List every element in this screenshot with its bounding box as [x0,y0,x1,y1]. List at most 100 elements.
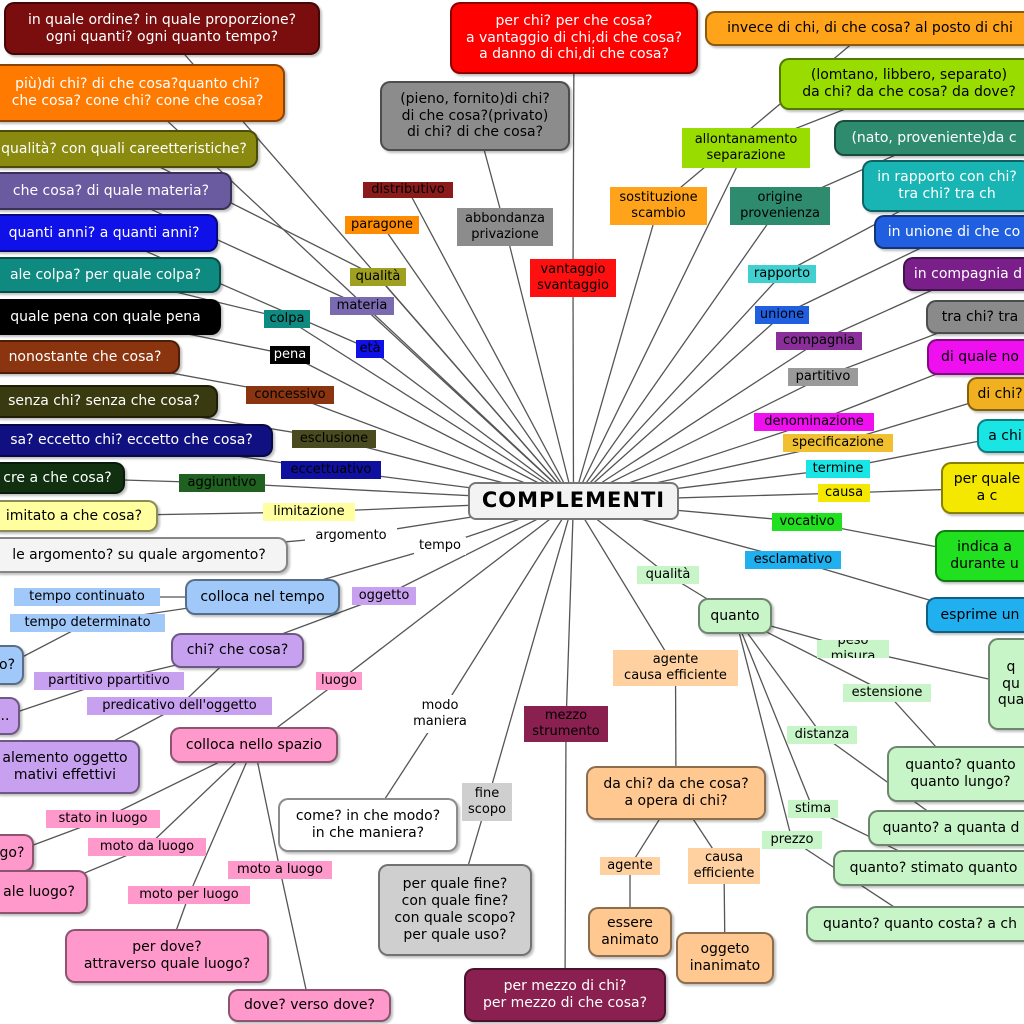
label-moto-a-luogo: moto a luogo [228,861,332,879]
node-q-moto-da[interactable]: ale luogo? [0,870,88,914]
label-esclusione: esclusione [292,430,376,448]
label-stima: stima [788,800,838,818]
node-q-prezzo[interactable]: quanto? quanto costa? a ch [806,906,1024,942]
node-q-termine[interactable]: a chi [977,419,1024,453]
connector-center-partitivo-lbl [573,376,824,502]
connector-center-rapporto [573,273,783,502]
node-essere-animato[interactable]: essere animato [588,907,672,957]
node-colloca-tempo[interactable]: colloca nel tempo [185,579,340,615]
node-q-causa[interactable]: per quale a c [941,462,1024,514]
connector-center-qualita-lbl [377,276,574,502]
label-rapporto: rapporto [748,265,816,283]
node-q-quanto-misura[interactable]: q qu qua [988,638,1024,730]
connector-center-sostituzione-scambio [572,205,660,502]
label-eccettuativo: eccettuativo [281,461,381,479]
label-stato-luogo: stato in luogo [46,810,160,828]
label-agente: agente [600,857,660,875]
node-q-origine[interactable]: (nato, proveniente)da c [834,120,1024,156]
label-causa-efficiente: causa efficiente [688,848,760,884]
label-abbondanza-privazione: abbondanza privazione [457,208,553,246]
node-q-colpa[interactable]: ale colpa? per quale colpa? [0,257,221,293]
label-distributivo: distributivo [363,182,453,198]
node-q-predicativo[interactable]: alemento oggetto mativi effettivi [0,740,140,794]
connector-quanto-prezzo [734,615,793,841]
central-node-complementi[interactable]: COMPLEMENTI [468,482,679,520]
connector-center-fine-scopo [486,500,575,803]
node-q-partitivo[interactable]: tra chi? tra [926,300,1024,334]
label-vocativo: vocativo [772,513,842,531]
node-q-limitazione[interactable]: imitato a che cosa? [0,500,158,532]
label-argomento: argomento [305,527,397,545]
label-vantaggio-svantaggio: vantaggio svantaggio [530,259,616,297]
node-q-moto-per[interactable]: per dove? attraverso quale luogo? [65,929,269,983]
node-q-quando[interactable]: o? [0,645,24,685]
node-q-vantaggio[interactable]: per chi? per che cosa? a vantaggio di ch… [450,2,698,74]
connector-center-colpa [286,318,574,502]
connector-center-materia [361,305,574,502]
node-q-agente[interactable]: da chi? da che cosa? a opera di chi? [586,766,766,820]
node-q-stato[interactable]: go? [0,834,34,872]
node-q-eccettuativo[interactable]: sa? eccetto chi? eccetto che cosa? [0,424,273,457]
node-quanto[interactable]: quanto [698,598,772,634]
node-q-sostituzione[interactable]: invece di chi, di che cosa? al posto di … [705,11,1024,46]
label-limitazione: limitazione [263,503,355,521]
node-q-moto-a[interactable]: dove? verso dove? [228,989,391,1022]
connector-eta-q-eta [103,232,371,350]
label-allontanamento-separazione: allontanamento separazione [682,128,810,168]
node-q-partitivo-sx[interactable]: .. [0,697,20,735]
connector-center-modo-maniera [439,500,575,715]
node-q-concessivo[interactable]: nonostante che cosa? [0,340,180,374]
node-q-denominazione[interactable]: di quale no [927,339,1024,375]
node-colloca-spazio[interactable]: colloca nello spazio [170,727,338,763]
node-q-vocativo[interactable]: indica a durante u [935,530,1024,582]
label-predicativo: predicativo dell'oggetto [87,697,272,715]
label-agente-causa: agente causa efficiente [613,650,738,686]
node-q-modo[interactable]: come? in che modo? in che maniera? [278,798,458,852]
label-colpa: colpa [264,310,310,328]
connector-center-allontanamento-separazione [572,147,747,502]
label-moto-da-luogo: moto da luogo [88,838,206,856]
label-fine-scopo: fine scopo [462,783,512,821]
connector-quanto-distanza [734,615,823,736]
node-q-esclusione[interactable]: senza chi? senza che cosa? [0,385,218,418]
label-pena: pena [270,346,310,364]
node-q-abbondanza[interactable]: (pieno, fornito)di chi? di che cosa?(pri… [380,81,570,151]
node-q-compagnia[interactable]: in compagnia d [903,257,1024,291]
label-sostituzione-scambio: sostituzione scambio [610,187,707,225]
connector-center-vantaggio-svantaggio [572,277,575,502]
node-chi-che-cosa[interactable]: chi? che cosa? [171,633,304,668]
connector-center-compagnia [573,340,820,502]
node-q-pena[interactable]: quale pena con quale pena [0,299,221,335]
node-q-estensione[interactable]: quanto? quanto quanto lungo? [887,746,1024,802]
label-esclamativo: esclamativo [745,551,841,569]
node-q-stima[interactable]: quanto? stimato quanto [833,850,1024,886]
label-modo-maniera: modo maniera [404,695,476,733]
node-q-esclamativo[interactable]: esprime un [926,597,1024,633]
node-q-eta[interactable]: quanti anni? a quanti anni? [0,214,218,252]
connector-qualita-lbl-q-qualita [123,148,379,278]
node-q-specificazione[interactable]: di chi? [967,377,1024,411]
node-q-distanza[interactable]: quanto? a quanta d [868,810,1024,846]
label-partitivo-lbl: partitivo [788,368,858,386]
connector-moto-a-luogo-q-moto-a [279,869,311,1006]
node-oggeto-inanimato[interactable]: oggeto inanimato [676,932,774,984]
node-q-paragone[interactable]: più)di chi? di che cosa?quanto chi? che … [0,64,285,122]
label-concessivo: concessivo [246,386,334,404]
node-q-allontanamento[interactable]: (lomtano, libbero, separato) da chi? da … [779,58,1024,110]
node-q-rapporto[interactable]: in rapporto con chi? tra chi? tra ch [862,160,1024,212]
node-q-ordine[interactable]: in quale ordine? in quale proporzione? o… [4,2,320,55]
label-origine-provenienza: origine provenienza [730,187,830,225]
node-q-fine[interactable]: per quale fine? con quale fine? con qual… [378,864,532,956]
label-peso-misura: peso misura [817,640,889,658]
node-q-qualita[interactable]: qualità? con quali careetteristiche? [0,130,258,168]
connector-center-eta [369,348,574,502]
node-q-aggiuntivo[interactable]: cre a che cosa? [0,462,125,494]
node-q-unione[interactable]: in unione di che co [874,215,1024,249]
node-q-argomento[interactable]: le argomento? su quale argomento? [0,537,288,573]
label-tempo: tempo [414,537,466,555]
node-q-mezzo[interactable]: per mezzo di chi? per mezzo di che cosa? [464,968,666,1022]
label-moto-per-luogo: moto per luogo [128,886,250,904]
label-luogo: luogo [316,672,362,690]
node-q-materia[interactable]: che cosa? di quale materia? [0,172,232,210]
label-denominazione: denominazione [754,413,874,431]
